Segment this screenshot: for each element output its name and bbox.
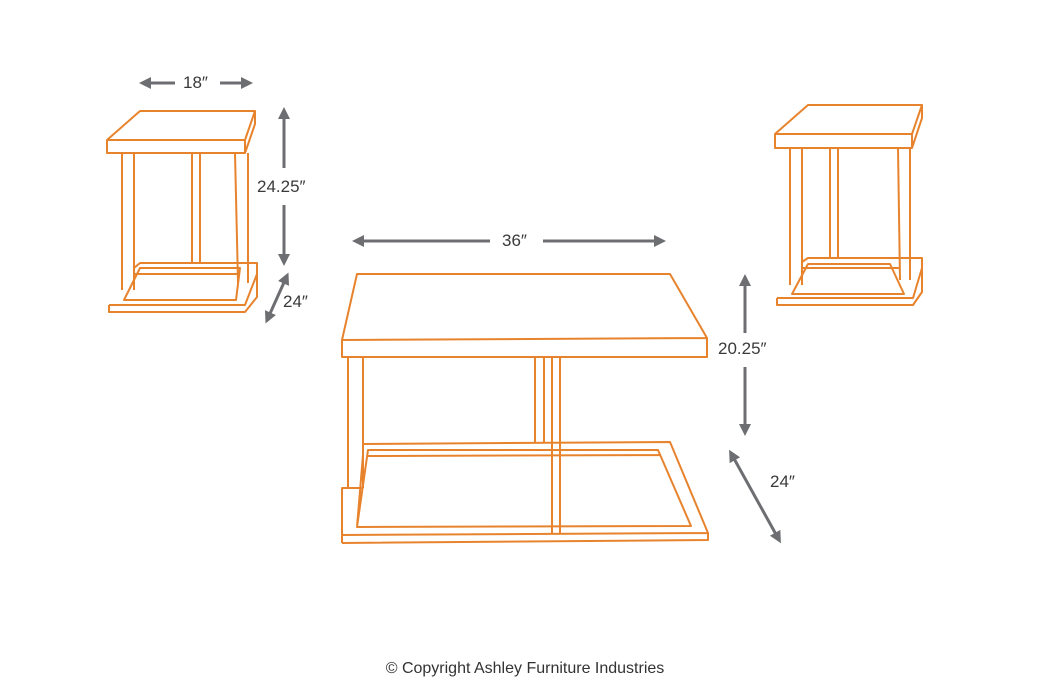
cocktail-table (341, 273, 709, 544)
cocktail-table-depth-label: 24″ (770, 472, 795, 492)
copyright-notice: © Copyright Ashley Furniture Industries (385, 660, 665, 677)
depth-arrow-icon (729, 449, 781, 544)
dimension-arrows (139, 77, 781, 544)
cocktail-table-width-label: 36″ (502, 231, 527, 251)
end-table-width-label: 18″ (183, 73, 208, 93)
depth-arrow-icon (264, 272, 290, 324)
end-table-depth-label: 24″ (283, 292, 308, 312)
cocktail-table-height-label: 20.25″ (718, 339, 767, 359)
right-end-table (774, 104, 923, 306)
left-end-table (106, 110, 258, 313)
end-table-height-label: 24.25″ (257, 177, 306, 197)
